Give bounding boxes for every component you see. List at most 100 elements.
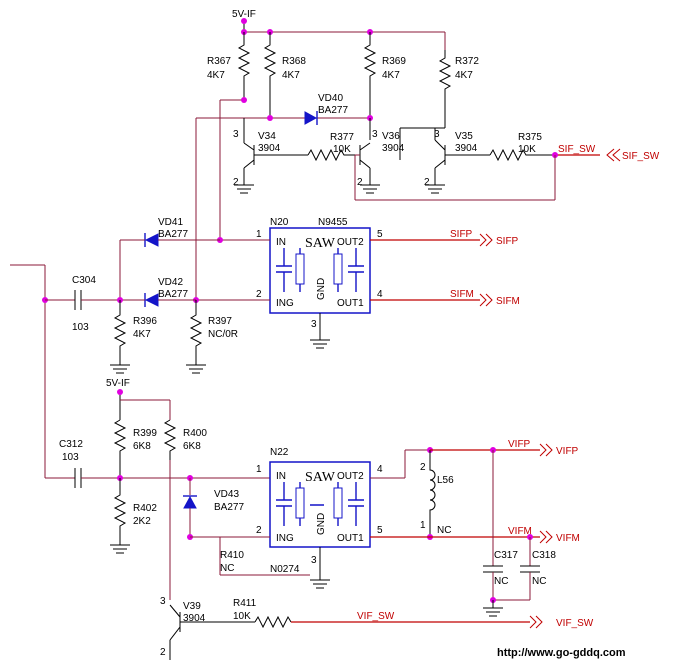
vifp-label: VIFP (508, 439, 531, 450)
n20-ref: N20 (270, 217, 289, 228)
v36-val: 3904 (382, 143, 405, 154)
svg-text:ING: ING (276, 298, 294, 309)
vd43-val: BA277 (214, 502, 244, 513)
v34-val: 3904 (258, 143, 281, 154)
c317-val: NC (494, 576, 508, 587)
svg-text:OUT1: OUT1 (337, 298, 364, 309)
vd40-val: BA277 (318, 105, 348, 116)
svg-text:3: 3 (311, 319, 317, 330)
supply-label-top: 5V-IF (232, 9, 256, 20)
r397-val: NC/0R (208, 329, 238, 340)
c318-val: NC (532, 576, 546, 587)
r368-val: 4K7 (282, 70, 300, 81)
resistor-r367: R367 4K7 (207, 32, 251, 100)
sif-sw-port: SIF_SW (622, 151, 660, 162)
svg-text:3: 3 (233, 129, 239, 140)
resistor-r411: R411 10K (233, 598, 292, 629)
svg-text:2: 2 (256, 525, 262, 536)
svg-text:3: 3 (434, 129, 440, 140)
sifp-label: SIFP (450, 229, 473, 240)
svg-text:3: 3 (160, 596, 166, 607)
v35-val: 3904 (455, 143, 478, 154)
v36-ref: V36 (382, 131, 400, 142)
svg-text:2: 2 (160, 647, 166, 658)
svg-text:3: 3 (372, 129, 378, 140)
r400-val: 6K8 (183, 441, 201, 452)
c318-ref: C318 (532, 550, 556, 561)
capacitor-c312: C312 103 (45, 439, 270, 488)
r375-ref: R375 (518, 132, 542, 143)
watermark-url: http://www.go-gddq.com (497, 647, 626, 659)
diode-vd43: VD43 BA277 (183, 478, 244, 540)
r368-ref: R368 (282, 56, 306, 67)
svg-text:1: 1 (256, 229, 262, 240)
r411-val: 10K (233, 611, 251, 622)
capacitor-c304: C304 103 (10, 264, 145, 478)
r410-val: NC (220, 563, 234, 574)
saw-filter-n22: N22 SAW IN ING OUT2 OUT1 GND 1 2 4 5 3 N… (190, 447, 383, 589)
n20-symbol: SAW (305, 236, 336, 251)
sifm-label: SIFM (450, 289, 474, 300)
vd43-ref: VD43 (214, 489, 239, 500)
transistor-v39: 3 2 V39 3904 (160, 596, 255, 660)
net-vif-sw: VIF_SW VIF_SW (291, 611, 594, 629)
vd42-ref: VD42 (158, 277, 183, 288)
v39-ref: V39 (183, 601, 201, 612)
vd41-val: BA277 (158, 229, 188, 240)
svg-text:2: 2 (256, 289, 262, 300)
vd41-ref: VD41 (158, 217, 183, 228)
n20-part: N9455 (318, 217, 348, 228)
svg-text:2: 2 (357, 177, 363, 188)
r372-val: 4K7 (455, 70, 473, 81)
saw-filter-n20: N20 N9455 SAW IN ING OUT2 OUT1 GND 1 2 5… (193, 217, 383, 349)
net-vifm: VIFM VIFM (370, 526, 580, 544)
n22-symbol: SAW (305, 470, 336, 485)
resistor-r399: R399 6K8 (113, 419, 157, 478)
capacitor-c318: C318 NC (483, 537, 556, 617)
c304-val: 103 (72, 322, 89, 333)
c317-ref: C317 (494, 550, 518, 561)
svg-text:4: 4 (377, 464, 383, 475)
svg-text:4: 4 (377, 289, 383, 300)
supply-label-bottom: 5V-IF (106, 378, 130, 389)
svg-text:5: 5 (377, 525, 383, 536)
transistor-v36: 3 2 V36 3904 (354, 129, 405, 200)
vifm-label: VIFM (508, 526, 532, 537)
resistor-r368: R368 4K7 (263, 32, 306, 118)
sif-sw-label: SIF_SW (558, 144, 596, 155)
resistor-r397: R397 NC/0R (186, 300, 238, 374)
r377-ref: R377 (330, 132, 354, 143)
resistor-r396: R396 4K7 (110, 300, 157, 374)
net-vifp: VIFP VIFP (430, 439, 579, 457)
r411-ref: R411 (233, 598, 257, 609)
vd40-ref: VD40 (318, 93, 343, 104)
diode-vd42: VD42 BA277 (144, 277, 196, 307)
sifm-port: SIFM (496, 296, 520, 307)
n22-ref: N22 (270, 447, 289, 458)
svg-text:1: 1 (420, 520, 426, 531)
n22-part: N0274 (270, 564, 300, 575)
resistor-r410: R410 NC (219, 537, 310, 576)
r400-ref: R400 (183, 428, 207, 439)
resistor-r369: R369 4K7 (363, 32, 406, 118)
svg-text:GND: GND (316, 278, 327, 300)
supply-rail-top: 5V-IF (232, 9, 446, 50)
vif-sw-port: VIF_SW (556, 618, 594, 629)
svg-text:OUT1: OUT1 (337, 533, 364, 544)
l56-val: NC (437, 525, 451, 536)
c312-ref: C312 (59, 439, 83, 450)
supply-rail-bottom: 5V-IF (106, 378, 171, 420)
inductor-l56: 2 1 L56 NC (370, 447, 454, 540)
resistor-r375: R375 10K (489, 132, 555, 162)
diode-vd40: VD40 BA277 (304, 93, 348, 125)
net-sif-sw: SIF_SW SIF_SW (355, 144, 660, 201)
r377-val: 10K (333, 144, 351, 155)
r397-ref: R397 (208, 316, 232, 327)
svg-text:2: 2 (233, 177, 239, 188)
svg-text:GND: GND (316, 513, 327, 535)
r372-ref: R372 (455, 56, 479, 67)
svg-text:OUT2: OUT2 (337, 237, 364, 248)
c304-ref: C304 (72, 275, 96, 286)
r402-ref: R402 (133, 503, 157, 514)
c312-val: 103 (62, 452, 79, 463)
